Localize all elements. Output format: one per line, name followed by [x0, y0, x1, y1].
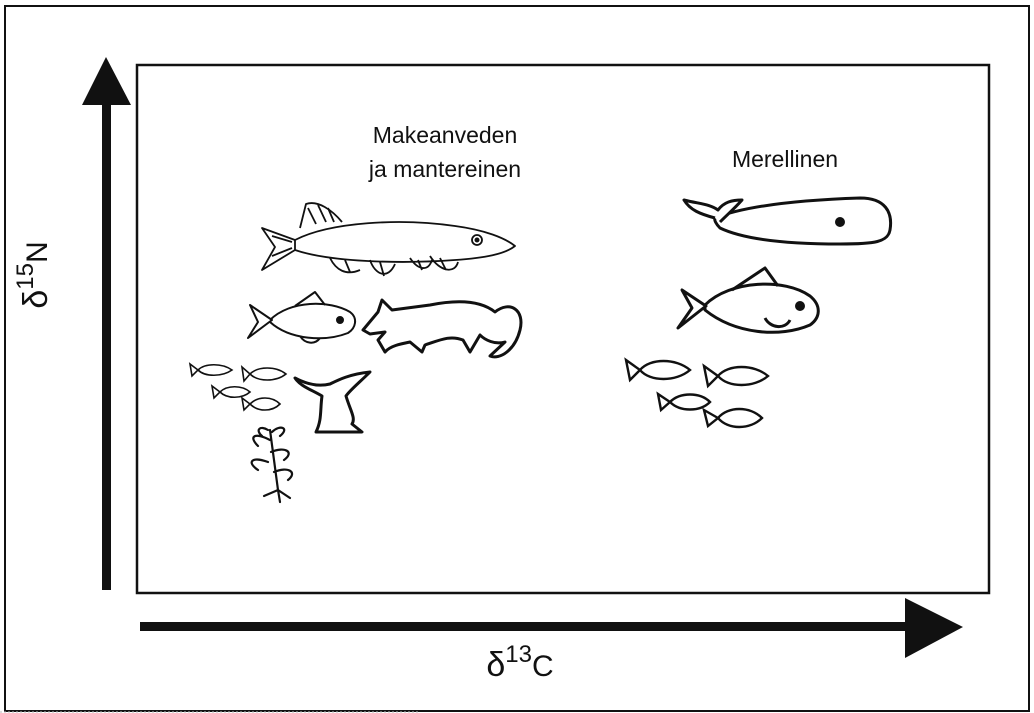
freshwater-label-line1: Makeanveden — [372, 122, 518, 148]
freshwater-label-line2: ja mantereinen — [368, 156, 522, 182]
small-fish-school-icon — [188, 362, 288, 412]
whale-icon — [682, 196, 893, 246]
y-axis-mass: 15 — [12, 263, 39, 290]
freshwater-terrestrial-label: Makeanveden ja mantereinen — [290, 118, 600, 186]
x-axis-label: δ13C — [440, 641, 600, 685]
y-axis-delta: δ — [17, 289, 55, 309]
hare-icon — [293, 370, 372, 434]
marine-label: Merellinen — [731, 146, 839, 172]
fish-icon — [676, 266, 820, 334]
fish-icon — [247, 291, 356, 344]
plant-icon — [250, 426, 294, 504]
x-axis-delta: δ — [486, 646, 506, 684]
pike-icon — [261, 202, 516, 277]
x-axis-arrow — [140, 598, 963, 658]
fox-icon — [361, 298, 523, 359]
outer-frame — [4, 5, 1030, 712]
x-axis-mass: 13 — [505, 641, 532, 668]
y-axis-element: N — [21, 241, 54, 264]
small-fish-school-icon — [624, 357, 770, 429]
plot-area — [135, 63, 991, 595]
x-axis-element: C — [531, 650, 554, 683]
y-axis-label: δ15N — [12, 195, 56, 355]
y-axis-arrow — [82, 57, 131, 590]
